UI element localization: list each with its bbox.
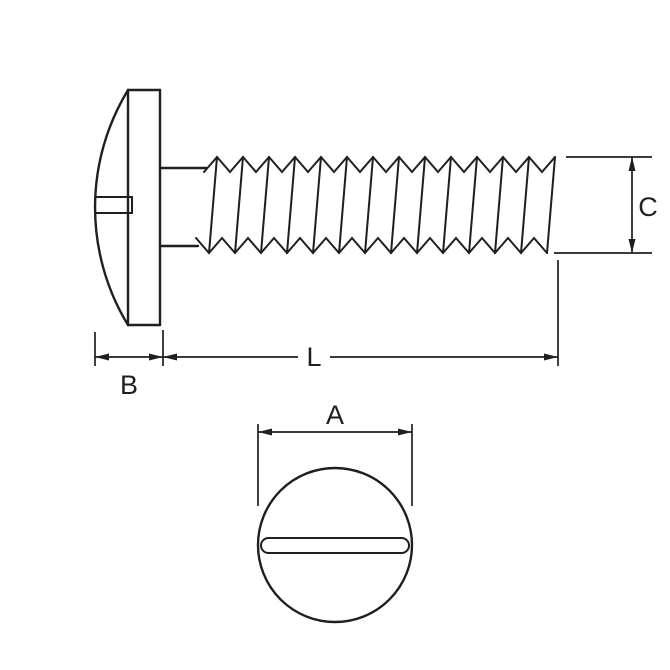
screw-front-view [256, 466, 414, 624]
dimension-L: L [162, 260, 559, 372]
screw-head-side [93, 88, 162, 327]
thread-flank-line [442, 156, 452, 254]
drive-slot-side [94, 196, 133, 214]
thread-flank-lines [208, 156, 556, 254]
thread-flank-line [208, 156, 218, 254]
dim-a-arrow-left-icon [258, 428, 272, 436]
thread-flank-line [390, 156, 400, 254]
dim-l-arrow-right-icon [544, 353, 558, 361]
thread-flank-line [312, 156, 322, 254]
head-dome-arc [93, 88, 130, 327]
head-circle [256, 466, 414, 624]
dim-label-b: B [120, 370, 138, 400]
dim-l-arrow-left-icon [163, 353, 177, 361]
dim-b-arrow-left-icon [95, 353, 109, 361]
screw-shank [158, 166, 208, 248]
screw-side-view [93, 88, 556, 327]
dim-c-arrow-up-icon [628, 157, 636, 171]
drive-slot-front [260, 537, 410, 554]
thread-flank-line [364, 156, 374, 254]
thread-flank-line [286, 156, 296, 254]
dim-b-arrow-right-icon [149, 353, 163, 361]
thread-flank-line [546, 156, 556, 254]
dim-label-a: A [326, 400, 344, 430]
thread-flank-line [416, 156, 426, 254]
dim-label-l: L [306, 342, 321, 372]
thread-flank-line [468, 156, 478, 254]
dim-c-arrow-down-icon [628, 239, 636, 253]
dim-a-arrow-right-icon [398, 428, 412, 436]
thread-crests-top [203, 155, 556, 174]
screw-threads [195, 155, 556, 255]
dimension-C: C [554, 156, 658, 254]
dimension-B: B [94, 332, 163, 400]
thread-crests-bottom [195, 236, 548, 255]
thread-flank-line [494, 156, 504, 254]
thread-flank-line [234, 156, 244, 254]
dimension-A: A [257, 400, 413, 506]
thread-flank-line [260, 156, 270, 254]
thread-flank-line [338, 156, 348, 254]
thread-flank-line [520, 156, 530, 254]
dim-label-c: C [638, 192, 658, 222]
